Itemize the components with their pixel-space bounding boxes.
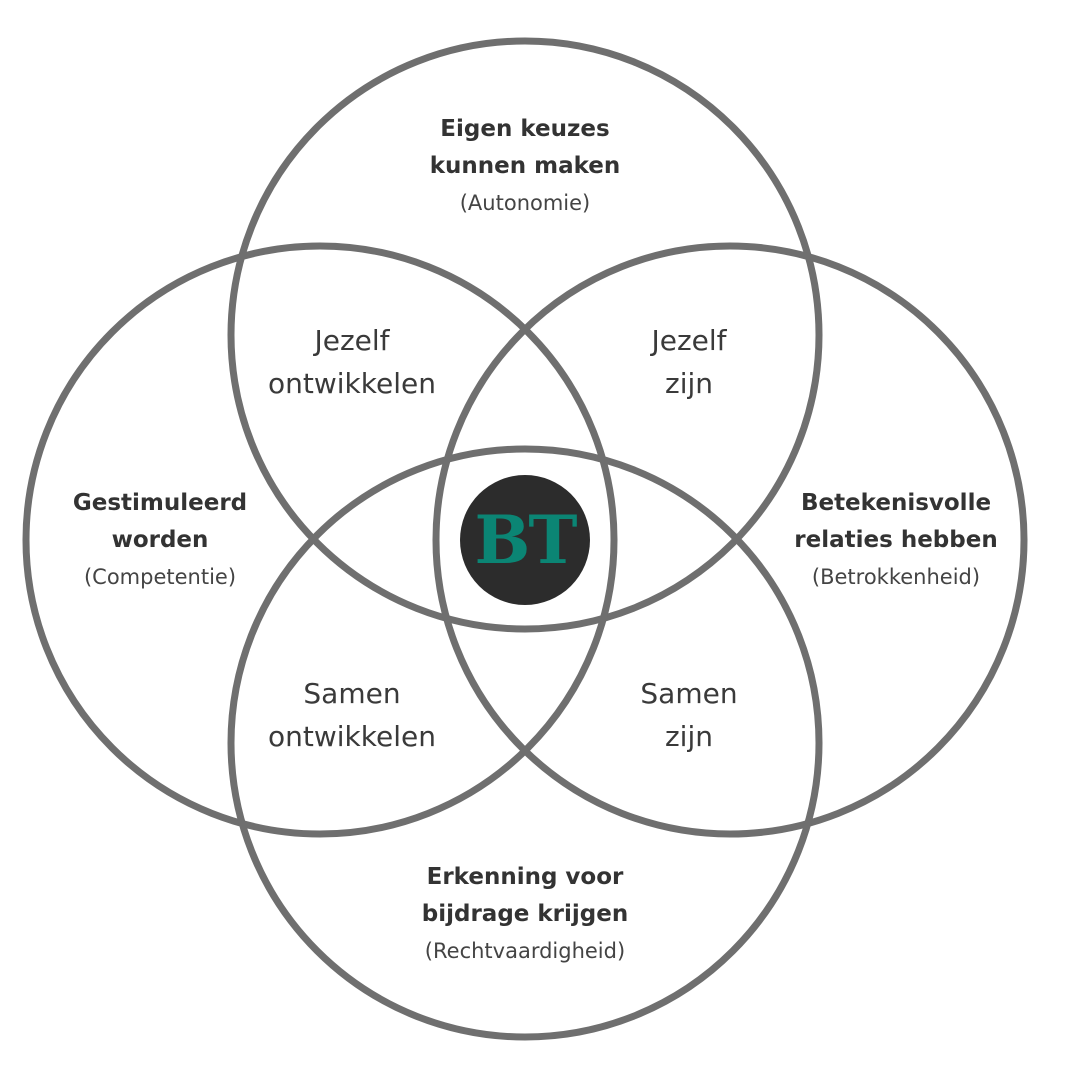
subtitle: (Rechtvaardigheid) (424, 939, 626, 963)
label-autonomie: Eigen keuzes kunnen maken (Autonomie) (430, 111, 621, 221)
overlap-text: Samen (640, 677, 738, 710)
title: Gestimuleerd (72, 490, 248, 516)
overlap-text: Jezelf (651, 324, 727, 357)
overlap-text: ontwikkelen (268, 720, 436, 753)
overlap-text: ontwikkelen (268, 367, 436, 400)
overlap-text: zijn (664, 720, 713, 753)
title: kunnen maken (429, 153, 621, 179)
title: Betekenisvolle (800, 490, 992, 516)
overlap-jezelf-zijn: Jezelf zijn (651, 319, 726, 405)
subtitle: (Betrokkenheid) (811, 565, 981, 589)
bt-logo: BT (460, 475, 590, 605)
title: relaties hebben (794, 527, 998, 553)
overlap-text: Jezelf (314, 324, 390, 357)
title: worden (111, 527, 209, 553)
subtitle: (Competentie) (83, 565, 237, 589)
title: Erkenning voor (426, 864, 624, 890)
circle-autonomie (227, 37, 823, 633)
circle-rechtvaardigheid (227, 445, 823, 1041)
circle-competentie (22, 242, 618, 838)
subtitle: (Autonomie) (459, 191, 591, 215)
overlap-text: Samen (303, 677, 401, 710)
label-betrokkenheid: Betekenisvolle relaties hebben (Betrokke… (794, 485, 997, 595)
title: Eigen keuzes (440, 116, 610, 142)
overlap-text: zijn (664, 367, 714, 400)
label-rechtvaardigheid: Erkenning voor bijdrage krijgen (Rechtva… (422, 859, 628, 969)
label-competentie: Gestimuleerd worden (Competentie) (73, 485, 247, 595)
overlap-samen-zijn: Samen zijn (640, 672, 737, 758)
overlap-jezelf-ontwikkelen: Jezelf ontwikkelen (268, 319, 436, 405)
title: bijdrage krijgen (421, 901, 629, 927)
circle-betrokkenheid (432, 242, 1028, 838)
overlap-samen-ontwikkelen: Samen ontwikkelen (268, 672, 436, 758)
logo-text: BT (474, 501, 578, 579)
